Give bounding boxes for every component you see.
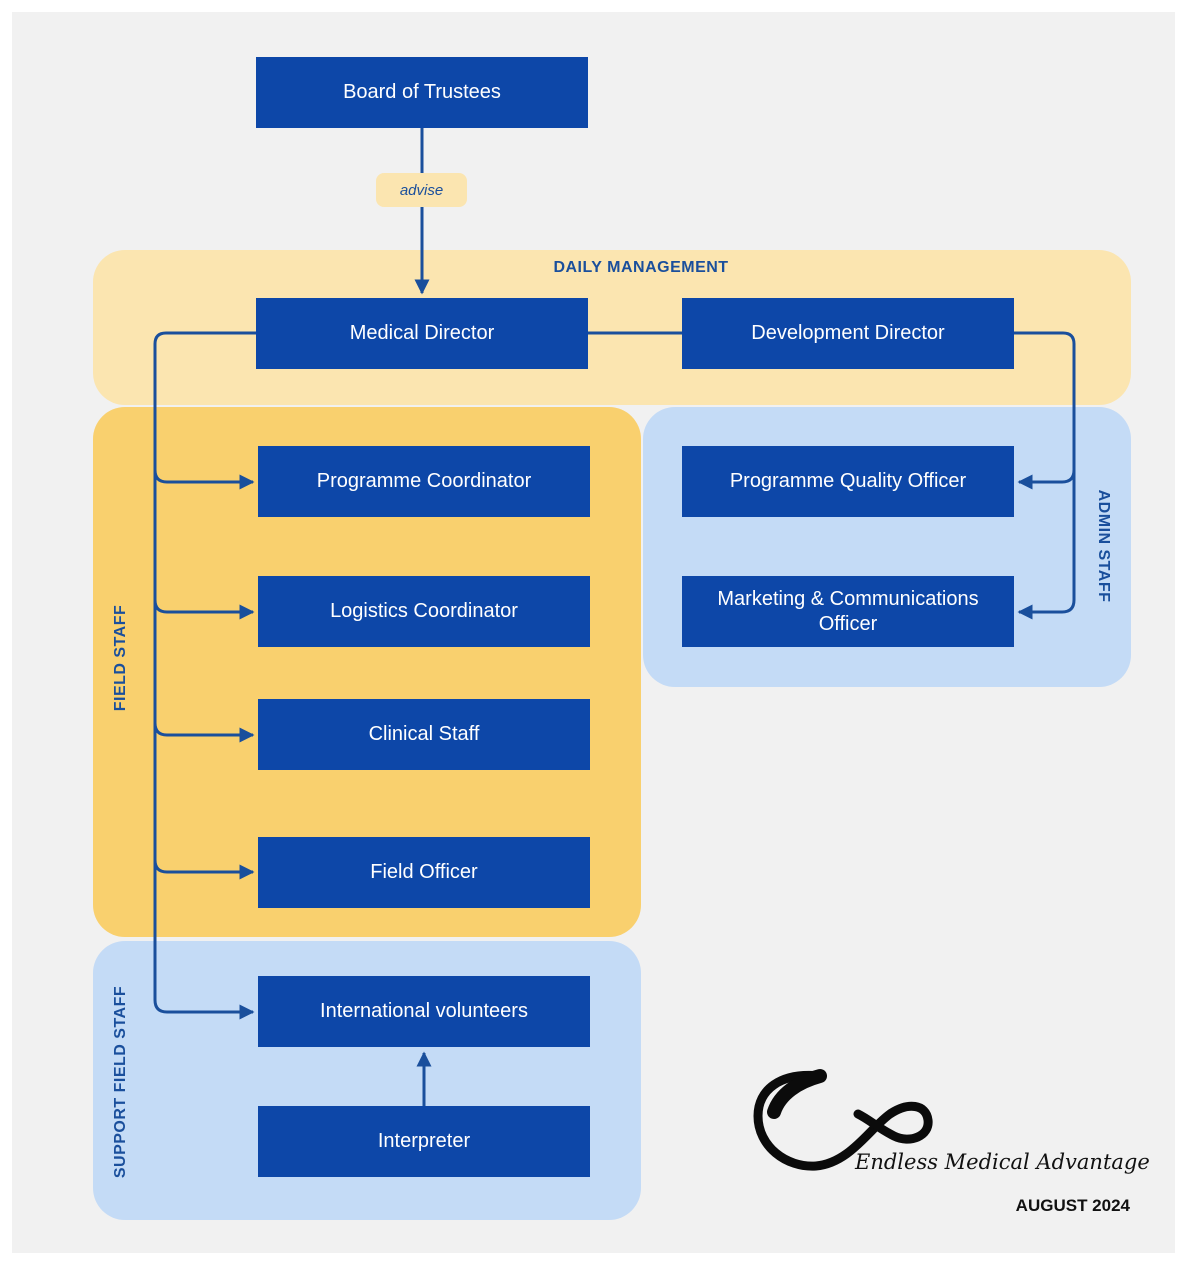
branch-clinical-staff <box>153 722 255 743</box>
interpreter-box: Interpreter <box>258 1106 590 1177</box>
daily-management-title: DAILY MANAGEMENT <box>553 259 729 276</box>
international-volunteers-box: International volunteers <box>258 976 590 1047</box>
branch-logistics-coordinator <box>153 599 255 620</box>
advise-label: advise <box>376 173 467 207</box>
field-officer-box: Field Officer <box>258 837 590 908</box>
branch-programme-quality-officer <box>1017 469 1076 490</box>
programme-quality-officer-box: Programme Quality Officer <box>682 446 1014 517</box>
clinical-staff-box: Clinical Staff <box>258 699 590 770</box>
field-trunk-line <box>153 331 256 1020</box>
brand-name: Endless Medical Advantage <box>855 1150 1150 1174</box>
medical-director-box: Medical Director <box>256 298 588 369</box>
infinity-icon <box>753 1069 933 1171</box>
logistics-coordinator-box: Logistics Coordinator <box>258 576 590 647</box>
branch-field-officer <box>153 859 255 880</box>
admin-trunk-line <box>1014 331 1076 620</box>
board-of-trustees-box: Board of Trustees <box>256 57 588 128</box>
branch-programme-coordinator <box>153 469 255 490</box>
development-director-box: Development Director <box>682 298 1014 369</box>
marketing-communications-officer-box: Marketing & Communications Officer <box>682 576 1014 647</box>
report-date: AUGUST 2024 <box>1015 1196 1130 1215</box>
programme-coordinator-box: Programme Coordinator <box>258 446 590 517</box>
